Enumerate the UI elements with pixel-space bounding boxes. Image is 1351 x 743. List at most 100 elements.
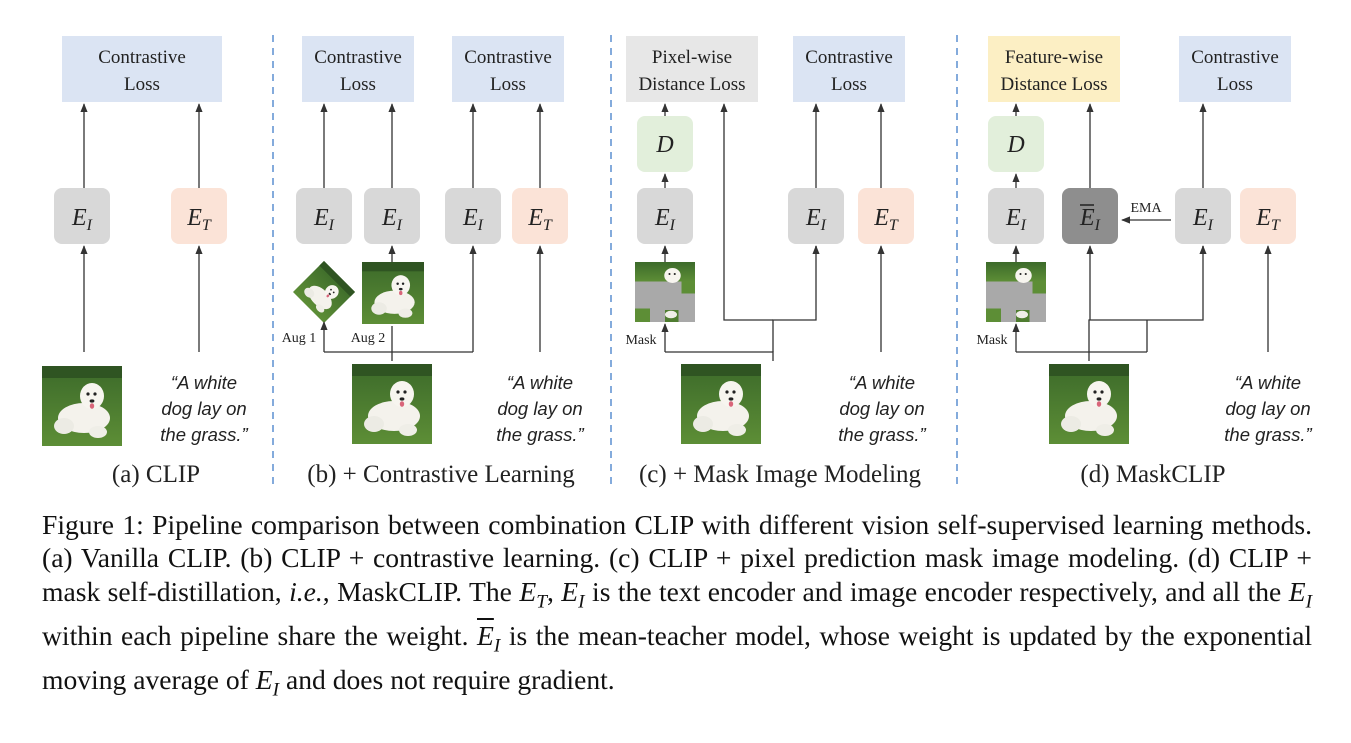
math-e-i: EI xyxy=(1288,575,1313,613)
caption-text: is the mean-teacher model, whose weight … xyxy=(42,619,1312,695)
text-input-line1: “A white xyxy=(1235,372,1301,393)
loss-label-line2: Distance Loss xyxy=(638,74,745,95)
text-input-line2: dog lay on xyxy=(497,398,582,419)
svg-text:EI: EI xyxy=(462,205,484,234)
loss-label-line1: Contrastive xyxy=(314,47,402,68)
loss-label-line1: Pixel-wise xyxy=(652,47,732,68)
loss-label-line2: Distance Loss xyxy=(1000,74,1107,95)
math-e-i: EI xyxy=(561,575,585,613)
text-input-line3: the grass.” xyxy=(160,424,248,445)
caption-text: Figure 1: Pipeline comparison between co… xyxy=(42,509,1312,607)
pipeline-diagram: Contrastive Loss EI ET “A white dog lay … xyxy=(42,35,1313,490)
image-encoder-box xyxy=(364,188,420,244)
dog-image xyxy=(42,366,122,446)
loss-label-line1: Contrastive xyxy=(805,47,893,68)
text-input-line3: the grass.” xyxy=(496,424,584,445)
encoder-symbol: E xyxy=(381,205,397,231)
feature-loss-box xyxy=(988,36,1120,102)
contrastive-loss-box xyxy=(62,36,222,102)
svg-text:EI: EI xyxy=(1079,205,1101,234)
caption-text: is the text encoder and image encoder re… xyxy=(584,575,1289,607)
image-encoder-box xyxy=(445,188,501,244)
teacher-encoder-box xyxy=(1062,188,1118,244)
contrastive-loss-box xyxy=(302,36,414,102)
image-encoder-box xyxy=(1175,188,1231,244)
caption-text: within each pipeline share the weight. xyxy=(42,619,477,651)
contrastive-loss-box xyxy=(793,36,905,102)
encoder-subscript: I xyxy=(669,217,676,234)
aug1-label: Aug 1 xyxy=(282,331,317,346)
encoder-subscript: I xyxy=(1207,217,1214,234)
encoder-subscript: T xyxy=(543,217,553,234)
encoder-subscript: I xyxy=(328,217,335,234)
encoder-subscript: T xyxy=(202,217,212,234)
svg-text:EI: EI xyxy=(654,205,676,234)
encoder-symbol: E xyxy=(71,205,87,231)
svg-text:EI: EI xyxy=(805,205,827,234)
pixel-loss-box xyxy=(626,36,758,102)
loss-label-line1: Feature-wise xyxy=(1005,47,1103,68)
text-encoder-box xyxy=(171,188,227,244)
svg-text:EI: EI xyxy=(313,205,335,234)
decoder-symbol: D xyxy=(655,132,673,158)
text-input-line3: the grass.” xyxy=(1224,424,1312,445)
text-encoder-box xyxy=(858,188,914,244)
masked-image xyxy=(986,262,1046,322)
caption-text: , MaskCLIP. The xyxy=(322,575,520,607)
encoder-subscript: I xyxy=(1094,217,1101,234)
aug2-image xyxy=(362,262,424,324)
text-input-line2: dog lay on xyxy=(839,398,924,419)
encoder-symbol: E xyxy=(1005,205,1021,231)
loss-label-line2: Loss xyxy=(124,74,160,95)
dog-image xyxy=(681,364,761,444)
encoder-subscript: I xyxy=(396,217,403,234)
aug1-image xyxy=(292,260,356,324)
encoder-symbol: E xyxy=(186,205,202,231)
encoder-subscript: T xyxy=(889,217,899,234)
math-e-t: ET xyxy=(519,575,547,613)
encoder-symbol: E xyxy=(527,205,543,231)
image-encoder-box xyxy=(788,188,844,244)
text-encoder-box xyxy=(1240,188,1296,244)
aug2-label: Aug 2 xyxy=(351,331,386,346)
svg-text:EI: EI xyxy=(1005,205,1027,234)
panel-c: Pixel-wise Distance Loss Contrastive Los… xyxy=(625,36,927,488)
encoder-symbol: E xyxy=(1079,205,1095,231)
encoder-symbol: E xyxy=(873,205,889,231)
dog-image xyxy=(352,364,432,444)
decoder-box xyxy=(988,116,1044,172)
panel-b: Contrastive Loss Contrastive Loss EI EI … xyxy=(282,36,585,488)
panel-a: Contrastive Loss EI ET “A white dog lay … xyxy=(42,36,249,488)
caption-text: , xyxy=(546,575,562,607)
contrastive-loss-box xyxy=(452,36,564,102)
encoder-symbol: E xyxy=(1192,205,1208,231)
encoder-symbol: E xyxy=(313,205,329,231)
text-input-line1: “A white xyxy=(849,372,915,393)
mask-label: Mask xyxy=(976,333,1007,348)
encoder-symbol: E xyxy=(462,205,478,231)
encoder-subscript: T xyxy=(1271,217,1281,234)
encoder-symbol: E xyxy=(1255,205,1271,231)
encoder-subscript: I xyxy=(820,217,827,234)
decoder-symbol: D xyxy=(1006,132,1024,158)
image-encoder-box xyxy=(637,188,693,244)
loss-label-line1: Contrastive xyxy=(464,47,552,68)
math-e-i: EI xyxy=(255,663,280,701)
masked-image xyxy=(635,262,695,322)
mask-label: Mask xyxy=(625,333,656,348)
math-e-bar-i: EI xyxy=(477,619,501,657)
svg-text:ET: ET xyxy=(873,205,899,234)
svg-text:EI: EI xyxy=(1192,205,1214,234)
loss-label-line2: Loss xyxy=(340,74,376,95)
image-encoder-box xyxy=(54,188,110,244)
encoder-symbol: E xyxy=(654,205,670,231)
panel-d-label: (d) MaskCLIP xyxy=(1080,461,1225,488)
caption-text: and does not require gradient. xyxy=(279,663,615,695)
encoder-subscript: I xyxy=(477,217,484,234)
panel-b-label: (b) + Contrastive Learning xyxy=(307,461,575,488)
text-input-line2: dog lay on xyxy=(1225,398,1310,419)
dog-image xyxy=(1049,364,1129,444)
svg-text:ET: ET xyxy=(527,205,553,234)
text-input-line3: the grass.” xyxy=(838,424,926,445)
caption-ie: i.e. xyxy=(289,575,323,607)
